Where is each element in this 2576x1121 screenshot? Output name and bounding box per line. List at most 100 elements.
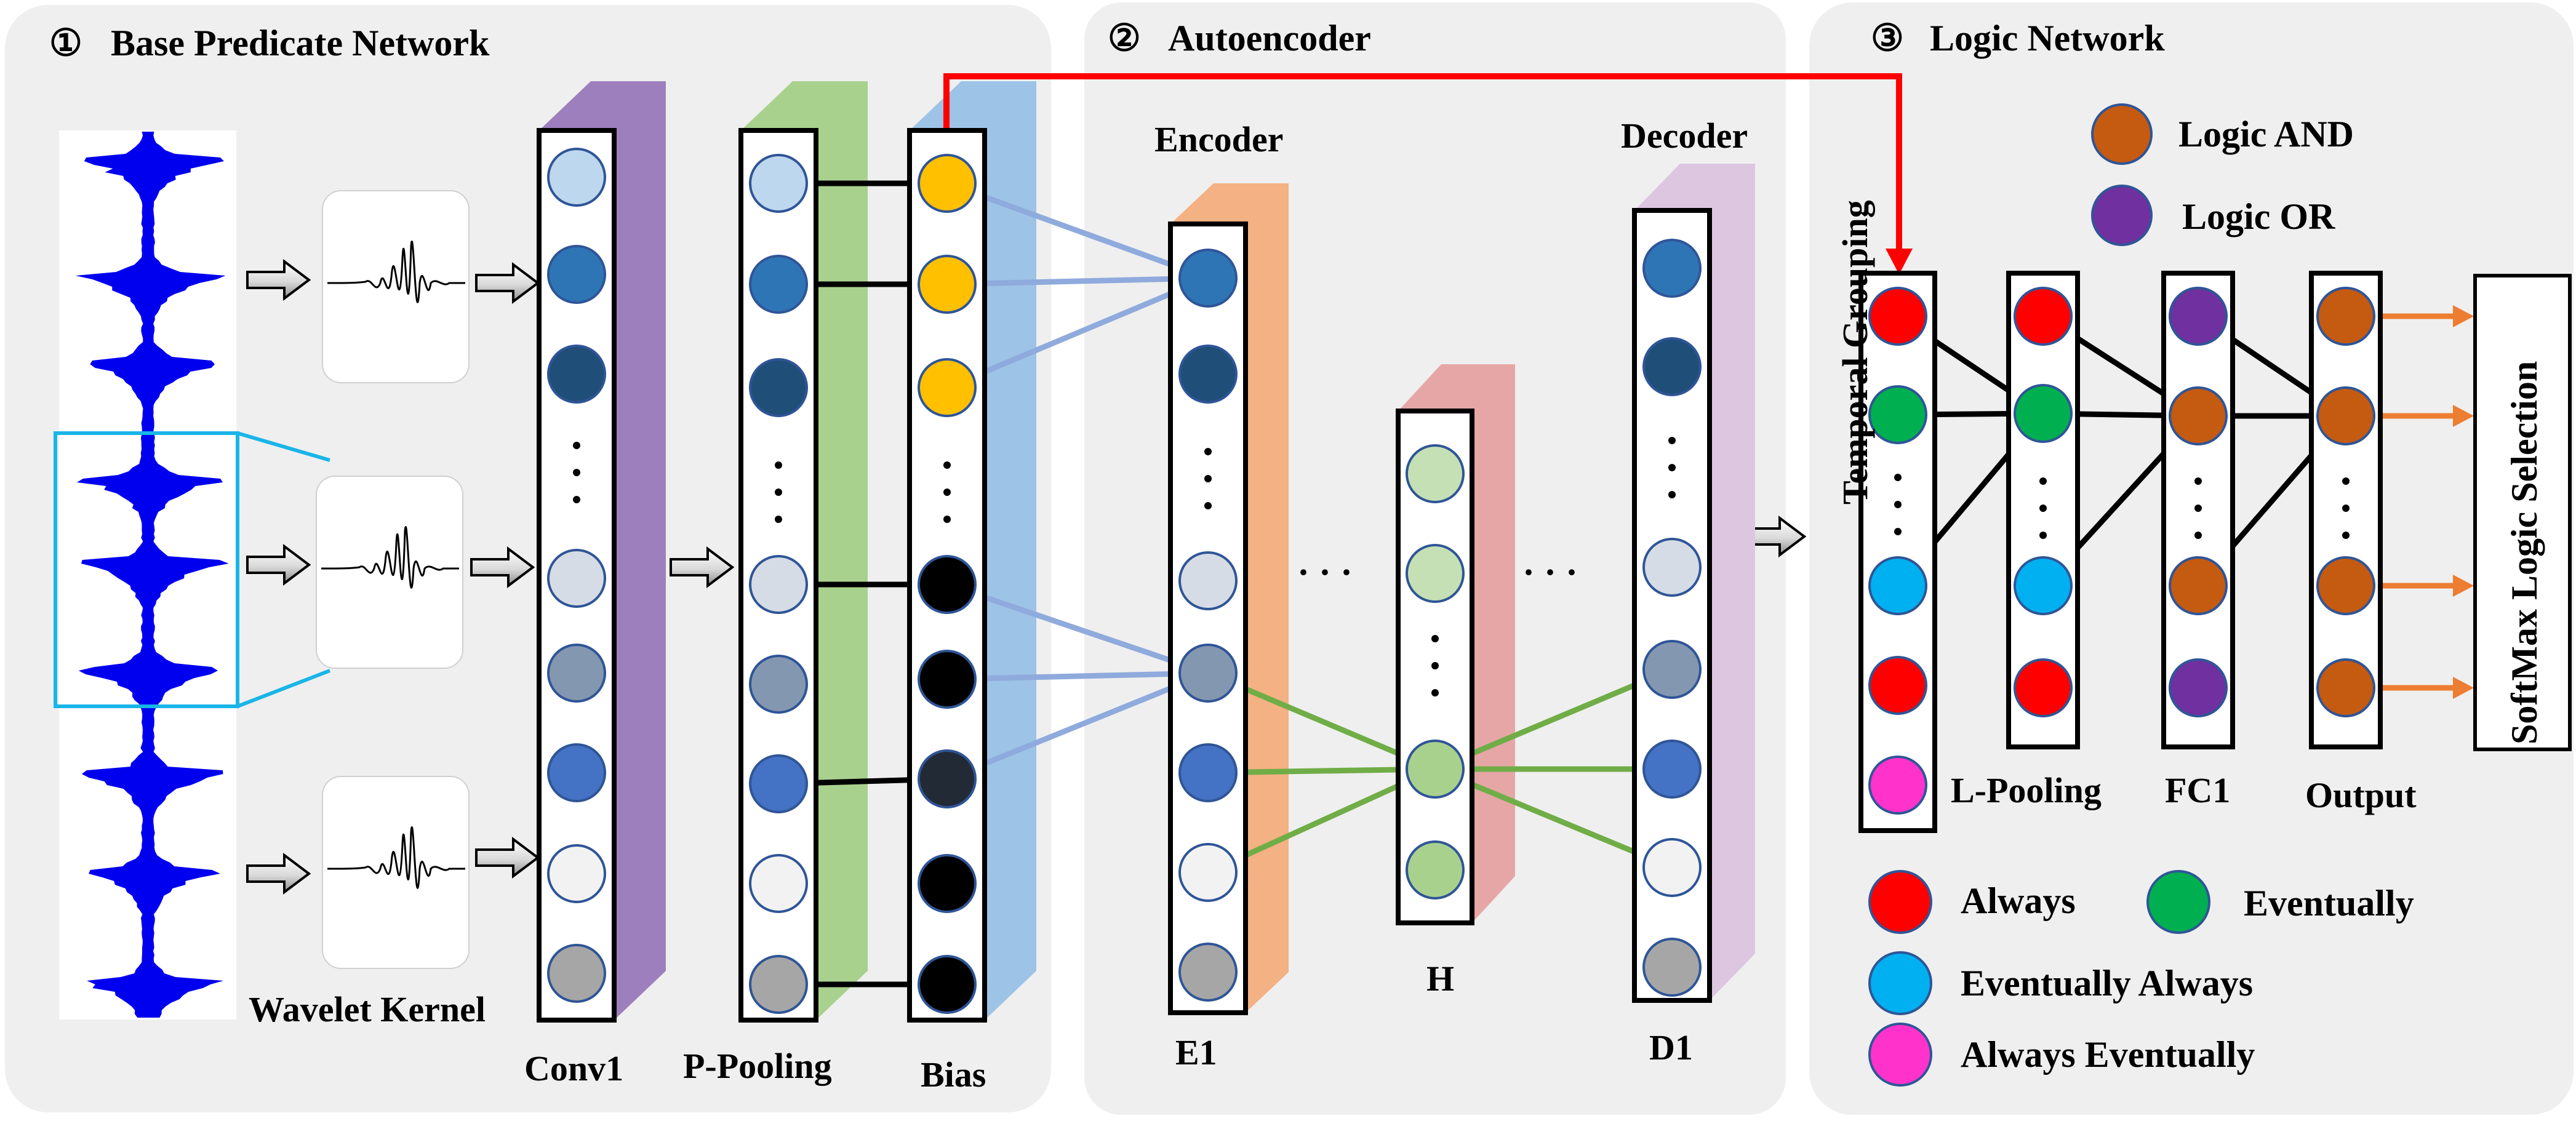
output-softmax-arrowhead <box>2453 405 2474 427</box>
l-pooling-ellipsis-dot <box>2039 505 2047 512</box>
temporal-grouping-label: Temporal Grouping <box>1835 200 1875 505</box>
l-pooling-label: L-Pooling <box>1951 770 2102 810</box>
fc1-label: FC1 <box>2165 770 2230 810</box>
wavelet-kernel-tile-3 <box>321 775 470 970</box>
p-pooling-node <box>749 555 808 614</box>
encoder-label: Encoder <box>1154 119 1283 159</box>
bias-encoder-link <box>944 275 1211 391</box>
panel-number-2: ② <box>1108 18 1141 58</box>
p-pooling-node <box>749 754 808 813</box>
e1-node <box>1178 345 1238 404</box>
panel-number-3: ③ <box>1871 18 1904 58</box>
panel-number-1: ① <box>49 23 82 63</box>
e1-label: E1 <box>1175 1032 1217 1072</box>
bias-node <box>918 749 977 808</box>
legend-label: Eventually <box>2244 883 2414 924</box>
output-label: Output <box>2305 775 2417 815</box>
d1-node <box>1642 938 1702 997</box>
conv1-node <box>547 245 606 304</box>
output-softmax-arrowhead <box>2453 677 2474 699</box>
output-softmax-arrowhead <box>2453 575 2474 597</box>
fc1-node <box>2169 658 2228 717</box>
softmax-label: SoftMax Logic Selection <box>2504 361 2545 744</box>
l-pooling-node <box>2014 384 2073 443</box>
conv1-ellipsis-dot <box>573 442 580 449</box>
h-label: H <box>1426 959 1454 999</box>
legend-label: Always <box>1961 880 2076 921</box>
wavelet-kernel-tile-2 <box>315 475 464 669</box>
e1-node <box>1178 551 1238 610</box>
output-node <box>2316 556 2375 615</box>
bias-ellipsis-dot <box>943 489 951 496</box>
bias-node <box>918 650 977 709</box>
h-node <box>1406 544 1465 603</box>
temporal-grouping-ellipsis-dot <box>1894 501 1902 508</box>
conv1-ellipsis-dot <box>573 496 580 503</box>
p-pooling-node <box>749 154 808 213</box>
bias-node <box>918 555 977 614</box>
fc1-node <box>2169 556 2228 615</box>
d1-node <box>1642 239 1702 298</box>
temporal-grouping-node <box>1868 287 1927 346</box>
conv1-label: Conv1 <box>524 1048 623 1088</box>
legend-swatch <box>1868 1023 1932 1087</box>
legend-swatch <box>1868 951 1932 1015</box>
legend-label: Always Eventually <box>1961 1034 2255 1075</box>
e1-ellipsis-dot <box>1204 448 1212 455</box>
conv1-node <box>547 148 606 207</box>
output-ellipsis-dot <box>2342 505 2350 512</box>
temporal-grouping-node <box>1868 385 1927 444</box>
wavelet-kernel-tile-1 <box>321 189 470 384</box>
skip-connection-arrow <box>943 73 1913 274</box>
decoder-label: Decoder <box>1621 116 1748 156</box>
h-node <box>1406 740 1465 799</box>
output-node <box>2316 658 2375 717</box>
output-softmax-arrowhead <box>2453 305 2474 327</box>
panel-title-3: Logic Network <box>1930 18 2165 58</box>
wavelet-kernel-label: Wavelet Kernel <box>249 989 486 1029</box>
temporal-grouping-node <box>1868 756 1927 815</box>
bias-node <box>918 955 977 1014</box>
e1-node <box>1178 249 1238 308</box>
d1-node <box>1642 838 1702 897</box>
conv1-node <box>547 345 606 404</box>
h-node <box>1406 840 1465 900</box>
conv1-node <box>547 743 606 802</box>
temporal-grouping-ellipsis-dot <box>1894 528 1902 535</box>
temporal-grouping-node <box>1868 556 1927 615</box>
temporal-grouping-node <box>1868 656 1927 715</box>
p-pooling-label: P-Pooling <box>683 1046 832 1086</box>
output-node <box>2316 386 2375 445</box>
h-ellipsis-dot <box>1431 635 1439 642</box>
signal-window-highlight <box>54 431 239 708</box>
e1-node <box>1178 843 1238 902</box>
output-node <box>2316 287 2375 346</box>
ellipsis-right: · · · <box>1522 552 1578 592</box>
temporal-grouping-ellipsis-dot <box>1894 474 1902 481</box>
bias-ellipsis-dot <box>943 516 951 523</box>
l-pooling-ellipsis-dot <box>2039 477 2047 485</box>
conv1-node <box>547 549 606 608</box>
e1-ellipsis-dot <box>1204 502 1212 509</box>
p-pooling-node <box>749 655 808 714</box>
h-ellipsis-dot <box>1431 662 1439 669</box>
input-signal-image <box>59 130 236 1019</box>
d1-node <box>1642 640 1702 699</box>
d1-ellipsis-dot <box>1668 491 1676 498</box>
fc1-ellipsis-dot <box>2194 532 2202 539</box>
fc1-ellipsis-dot <box>2194 505 2202 512</box>
bias-node <box>918 154 977 213</box>
p-pooling-node <box>749 358 808 417</box>
output-ellipsis-dot <box>2342 532 2350 539</box>
d1-ellipsis-dot <box>1668 437 1676 444</box>
bias-encoder-link <box>944 180 1211 281</box>
p-pooling-ellipsis-dot <box>775 461 782 469</box>
softmax-logic-selection-box <box>2473 274 2572 751</box>
output-ellipsis-dot <box>2342 477 2350 485</box>
bias-node <box>918 358 977 417</box>
bias-node <box>918 854 977 913</box>
e1-ellipsis-dot <box>1204 475 1212 482</box>
bias-label: Bias <box>921 1055 986 1095</box>
